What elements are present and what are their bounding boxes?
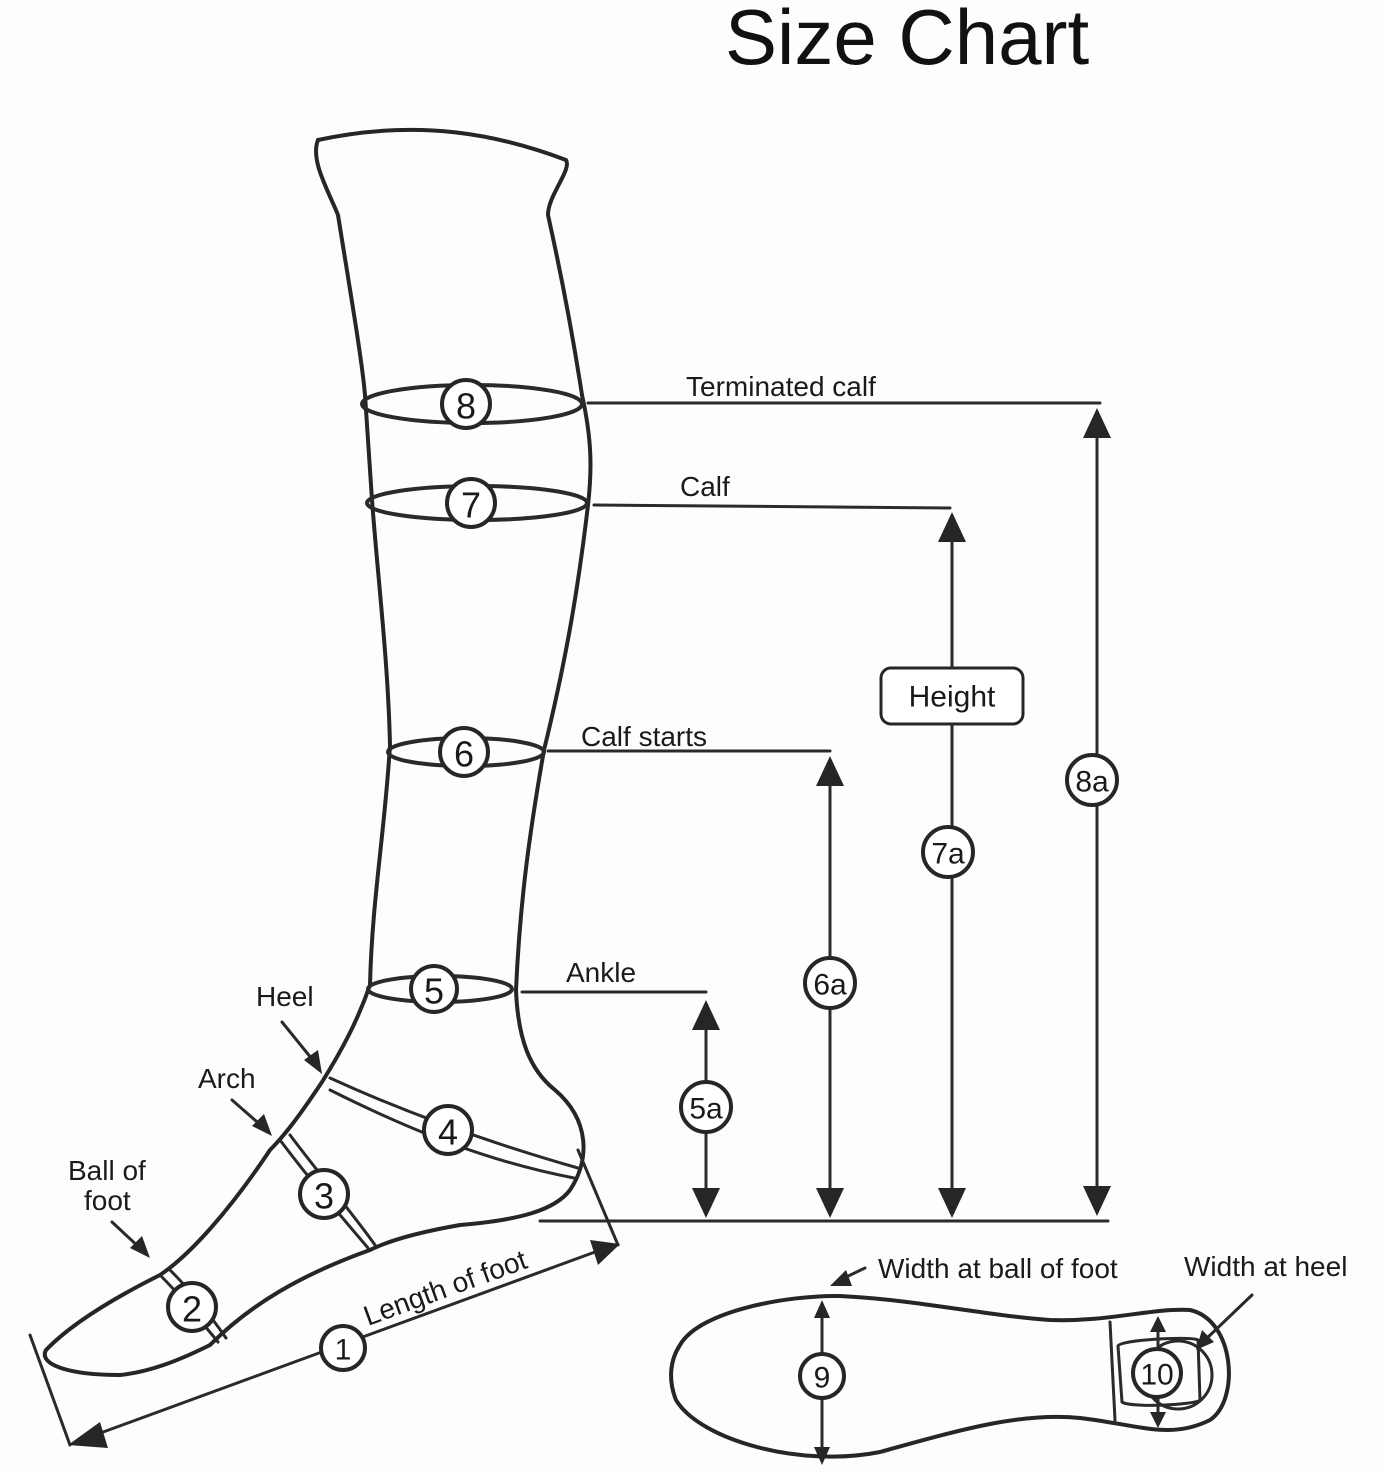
height-label-box: Height [879,666,1025,726]
svg-text:8: 8 [456,386,476,427]
height-label: Height [909,681,996,714]
marker-1: 1 [319,1324,367,1372]
ball-of-foot-label-line2: foot [84,1185,131,1216]
marker-2: 2 [166,1281,218,1333]
width-at-ball-of-foot-label: Width at ball of foot [878,1253,1118,1284]
marker-8a: 8a [1065,753,1119,807]
svg-text:4: 4 [438,1112,458,1153]
marker-10: 10 [1131,1347,1183,1399]
ball-of-foot-label-line1: Ball of [68,1155,146,1186]
heel-label: Heel [256,981,314,1012]
arch-label: Arch [198,1063,256,1094]
svg-text:1: 1 [335,1334,352,1367]
marker-7: 7 [445,477,497,529]
svg-text:8a: 8a [1075,766,1109,799]
terminated-calf-label: Terminated calf [686,371,876,402]
svg-text:5: 5 [424,971,444,1012]
width-at-heel-label: Width at heel [1184,1251,1347,1282]
marker-3: 3 [298,1168,350,1220]
marker-5a: 5a [679,1080,733,1134]
marker-5: 5 [409,964,459,1014]
marker-9: 9 [798,1352,846,1400]
marker-6: 6 [438,726,490,778]
arch-pointer [230,1098,272,1136]
length-of-foot-label: Length of foot [359,1244,531,1332]
ball-of-foot-pointer [110,1220,150,1258]
arrow-8a [1083,408,1111,1216]
svg-text:6a: 6a [813,969,847,1002]
calf-starts-label: Calf starts [581,721,707,752]
calf-label: Calf [680,471,730,502]
width-ball-pointer [830,1266,867,1286]
svg-text:7: 7 [461,485,481,526]
heel-pointer [280,1020,322,1074]
svg-text:6: 6 [454,734,474,775]
width-heel-pointer [1196,1293,1254,1350]
chart-title: Size Chart [725,0,1089,81]
svg-text:2: 2 [182,1289,202,1330]
svg-text:5a: 5a [689,1093,723,1126]
svg-text:10: 10 [1140,1359,1173,1392]
ankle-label: Ankle [566,957,636,988]
calf-line [592,503,952,510]
svg-text:9: 9 [814,1362,831,1395]
svg-text:7a: 7a [931,838,965,871]
marker-8: 8 [440,378,492,430]
marker-4: 4 [422,1104,474,1156]
marker-7a: 7a [921,825,975,879]
svg-text:3: 3 [314,1176,334,1217]
marker-6a: 6a [803,956,857,1010]
